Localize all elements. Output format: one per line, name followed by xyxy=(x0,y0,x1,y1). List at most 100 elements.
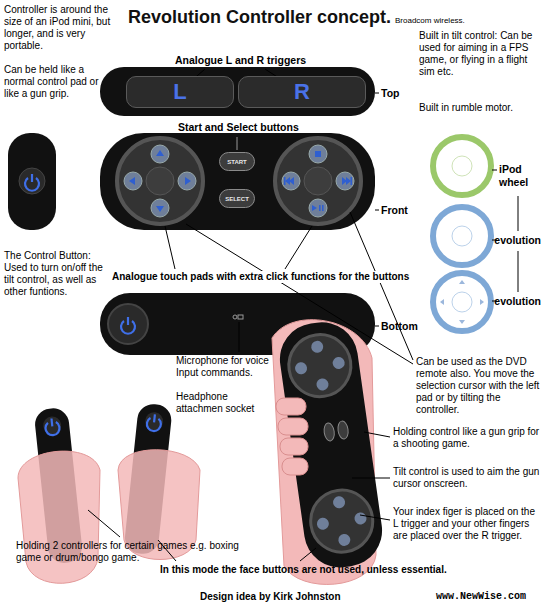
callout-text: iPod wheel xyxy=(499,163,541,189)
callout-text: Controller is around the size of an iPod… xyxy=(4,4,116,52)
gun-grip-drawing-part-part-part xyxy=(310,340,324,354)
callout-text: Analogue L and R triggers xyxy=(175,54,306,67)
left-pad-part-part xyxy=(156,206,164,212)
right-pad-part xyxy=(304,167,332,195)
controller-bottom-view-part xyxy=(233,315,237,319)
left-pad-part-part xyxy=(178,172,196,190)
ipod-wheels-part-part xyxy=(480,299,484,305)
right-pad-part xyxy=(282,145,354,217)
two-hands-drawing-part-part xyxy=(45,418,61,436)
left-pad-part xyxy=(129,150,191,212)
gun-grip-drawing-part-part xyxy=(275,318,386,572)
ipod-wheels-part xyxy=(452,292,472,312)
gun-grip-drawing-part-part xyxy=(337,420,349,439)
callout-text: Broadcom wireless. xyxy=(395,16,465,26)
right-pad-part xyxy=(284,151,352,211)
controller-bottom-view-part xyxy=(108,304,148,344)
callout-text: Bottom xyxy=(381,320,418,333)
ipod-wheels-part xyxy=(433,137,491,195)
gun-grip-drawing-part-part xyxy=(292,337,348,393)
right-pad-part-part xyxy=(342,177,351,185)
two-hands-drawing-part-part xyxy=(144,411,164,431)
callout-text: Built in rumble motor. xyxy=(419,102,541,114)
callout-text: Your index figer is placed on the L trig… xyxy=(393,506,541,542)
callout-text: Tilt control is used to aim the gun curs… xyxy=(393,466,541,490)
callout-text: In this mode the face buttons are not us… xyxy=(160,564,447,576)
gun-grip-drawing-part-part xyxy=(280,438,308,455)
callout-text: Can be held like a normal control pad or… xyxy=(4,64,116,100)
callout-text: Built in tilt control: Can be used for a… xyxy=(419,30,541,78)
leader-lines-part xyxy=(237,137,238,150)
right-pad-part-part xyxy=(351,177,353,185)
ipod-wheels-part-part xyxy=(440,299,444,305)
right-pad-part-part xyxy=(285,177,294,185)
right-pad-part-part xyxy=(282,172,300,190)
right-pad-part-part xyxy=(336,172,354,190)
ipod-wheels-part xyxy=(492,170,497,171)
start-button: START xyxy=(219,152,255,171)
gun-grip-drawing-part-part-part xyxy=(354,512,368,526)
left-pad-part-part xyxy=(129,177,135,185)
left-pad-part xyxy=(146,167,174,195)
right-pad-part-part xyxy=(312,205,317,211)
gun-grip-drawing-part-part xyxy=(282,458,308,475)
controller-top-view-part xyxy=(100,67,375,116)
callout-text: Microphone for voice Input commands. xyxy=(176,355,288,379)
two-hands-drawing-part-part xyxy=(146,414,162,432)
controller-bottom-view-part xyxy=(121,317,135,334)
right-pad-part-part xyxy=(284,177,286,185)
controller-bottom-view-part xyxy=(375,326,379,327)
leader-lines xyxy=(88,69,413,561)
select-button: SELECT xyxy=(219,189,255,208)
left-pad xyxy=(117,138,203,224)
callout-text: Top xyxy=(381,87,399,100)
controller-side-view-part xyxy=(19,168,45,194)
gun-grip-drawing-part-part xyxy=(307,486,377,556)
ipod-wheels-part xyxy=(452,226,472,246)
controller-side-view-part xyxy=(8,133,56,230)
trigger-button: R xyxy=(238,76,366,108)
button-label: SELECT xyxy=(225,196,249,202)
ipod-wheels-part xyxy=(518,251,519,292)
left-pad-part-part xyxy=(151,199,169,217)
gun-grip-drawing-part-part-part xyxy=(332,496,346,510)
left-pad-part-part xyxy=(185,177,191,185)
ipod-wheels-part xyxy=(452,156,472,176)
ipod-wheels-part xyxy=(518,196,519,231)
ipod-wheels-part xyxy=(433,273,491,331)
button-label: L xyxy=(173,79,186,105)
controller-front-view-part xyxy=(100,133,375,230)
credit-text: Design idea by Kirk Johnston xyxy=(200,591,341,603)
gun-grip-drawing-part-part-part xyxy=(294,362,308,376)
controller-side-view xyxy=(8,133,56,230)
callout-text: Holding 2 controllers for certain games … xyxy=(16,540,256,564)
leader-lines-part xyxy=(364,432,390,437)
leader-lines-part xyxy=(350,212,413,360)
callout-text: Analogue touch pads with extra click fun… xyxy=(110,271,411,283)
leader-lines-part xyxy=(88,510,120,537)
ipod-wheels-part-part xyxy=(459,280,465,284)
callout-text: Start and Select buttons xyxy=(178,121,299,134)
callout-text: The Control Button: Used to turn on/off … xyxy=(4,250,114,298)
gun-grip-drawing-part-part xyxy=(285,331,355,401)
right-pad-part-part xyxy=(315,151,321,157)
ipod-wheels-part-part xyxy=(459,320,465,324)
ipod-wheels-part xyxy=(433,207,491,265)
watermark: www.NewWise.com xyxy=(436,591,526,603)
callout-text: evolution xyxy=(494,295,541,308)
right-pad-part-part xyxy=(322,205,324,211)
gun-grip-drawing-part-part-part xyxy=(332,356,346,370)
leader-lines-part xyxy=(186,224,413,364)
left-pad-part-part xyxy=(151,145,169,163)
gun-grip-drawing-part-part xyxy=(323,422,335,441)
right-pad xyxy=(275,138,361,224)
callout-text: Headphone attachmen socket xyxy=(176,391,268,415)
right-pad-part-part xyxy=(309,145,327,163)
left-pad-part xyxy=(124,145,196,217)
leader-lines-part xyxy=(285,226,312,269)
gun-grip-drawing xyxy=(272,318,387,585)
callout-text: evolution xyxy=(494,234,541,247)
button-label: START xyxy=(227,159,247,165)
gun-grip-drawing-part-part xyxy=(278,418,308,435)
